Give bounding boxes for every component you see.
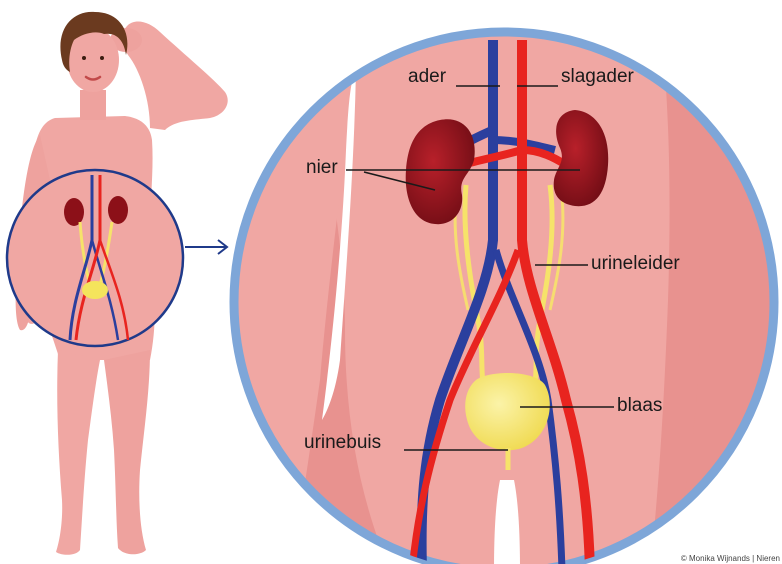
right-eye xyxy=(100,56,104,60)
small-kidney-left xyxy=(64,198,84,226)
label-urinebuis: urinebuis xyxy=(304,433,381,452)
label-nier: nier xyxy=(306,158,338,177)
left-eye xyxy=(82,56,86,60)
left-leg xyxy=(56,350,100,555)
right-leg xyxy=(104,350,150,554)
neck xyxy=(80,90,106,120)
label-blaas: blaas xyxy=(617,396,662,415)
small-kidney-right xyxy=(108,196,128,224)
credit-text: © Monika Wijnands | Nieren xyxy=(681,554,780,563)
label-ader: ader xyxy=(408,67,446,86)
label-slagader: slagader xyxy=(561,67,634,86)
zoom-arrow xyxy=(185,240,227,254)
large-zoom-circle xyxy=(228,20,782,564)
small-zoom-circle xyxy=(7,170,183,346)
small-bladder xyxy=(82,281,108,299)
label-urineleider: urineleider xyxy=(591,254,680,273)
